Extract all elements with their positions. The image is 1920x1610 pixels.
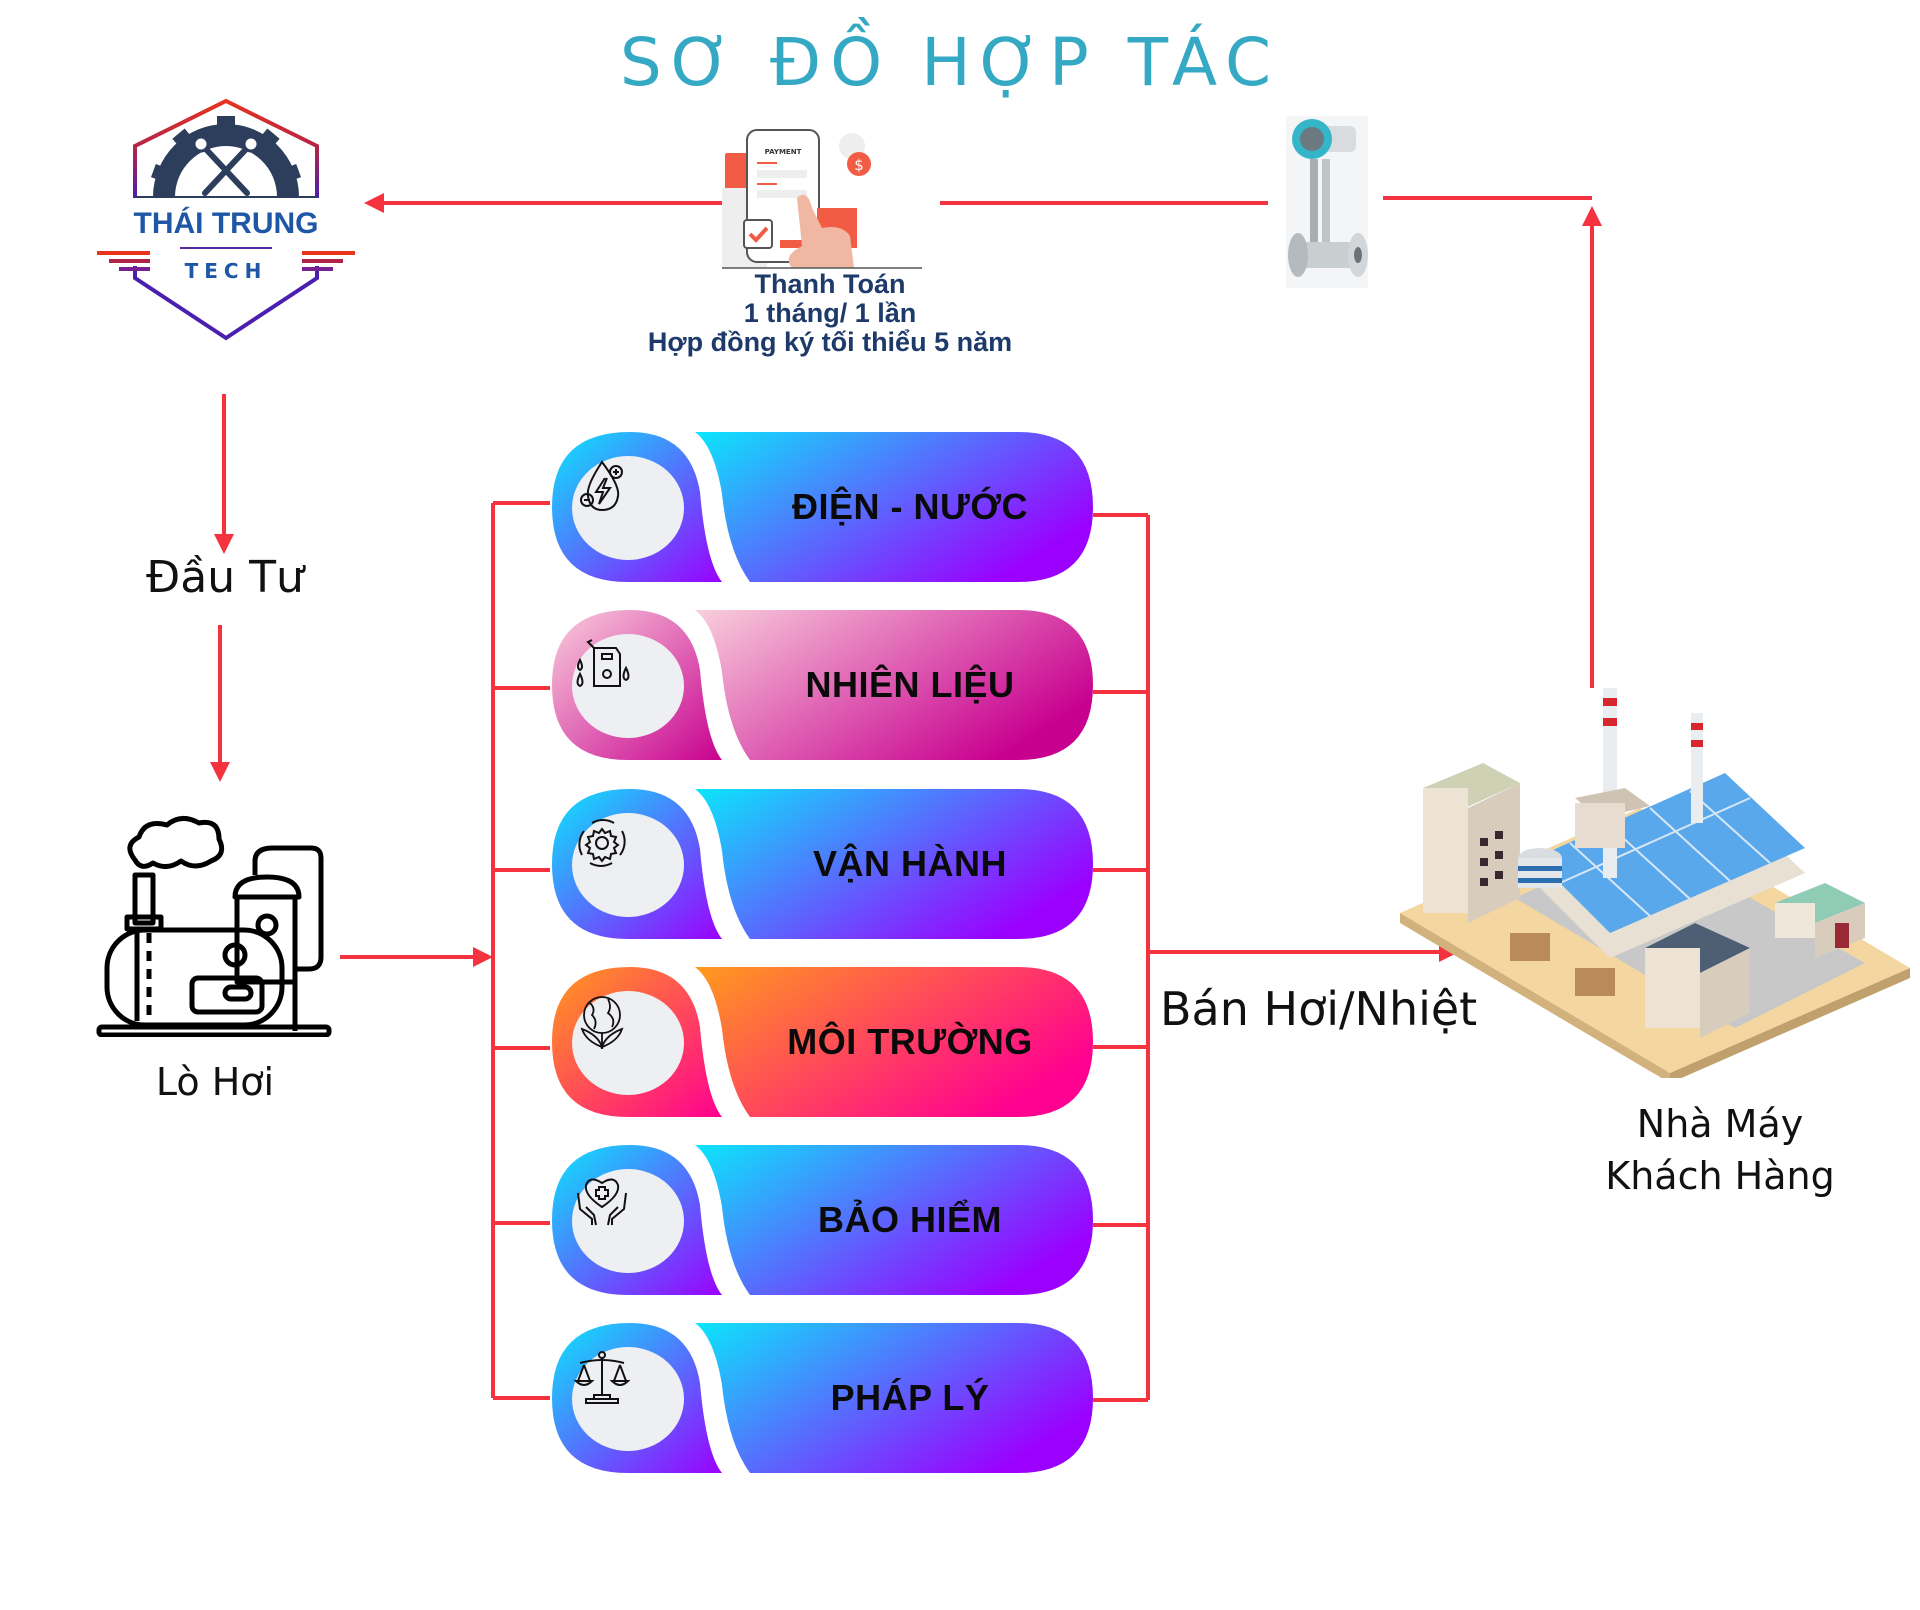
svg-text:$: $ — [854, 156, 864, 174]
payment-screen-label: PAYMENT — [765, 148, 802, 156]
payment-terms: Thanh Toán 1 tháng/ 1 lần Hợp đồng ký tố… — [600, 270, 1060, 357]
service-pill: ĐIỆN - NƯỚC — [550, 432, 1095, 582]
service-pill: MÔI TRƯỜNG — [550, 967, 1095, 1117]
service-label: MÔI TRƯỜNG — [787, 1021, 1033, 1062]
boiler-icon — [95, 805, 335, 1038]
sale-label: Bán Hơi/Nhiệt — [1160, 982, 1478, 1036]
diagram-title: SƠ ĐỒ HỢP TÁC — [0, 24, 1920, 101]
service-pill: VẬN HÀNH — [550, 789, 1095, 939]
scales-icon — [572, 1347, 684, 1451]
diagram-title-text: SƠ ĐỒ HỢP TÁC — [619, 24, 1281, 101]
factory-label-line1: Nhà Máy — [1636, 1102, 1804, 1146]
service-label: ĐIỆN - NƯỚC — [791, 486, 1029, 527]
service-pill: PHÁP LÝ — [550, 1323, 1095, 1473]
service-pill: NHIÊN LIỆU — [550, 610, 1095, 760]
customer-factory-label: Nhà Máy Khách Hàng — [1560, 1098, 1880, 1202]
service-label: PHÁP LÝ — [830, 1377, 990, 1418]
vortex-flow-meter-icon — [1282, 112, 1372, 290]
earth-leaf-icon — [572, 991, 684, 1095]
fuel-can-icon — [572, 634, 684, 738]
logo-tagline: TECH — [185, 259, 268, 283]
gear-wrench-logo-icon: THÁI TRUNG TECH — [97, 98, 355, 341]
heart-hands-icon — [572, 1169, 684, 1273]
boiler-label: Lò Hơi — [155, 1060, 275, 1104]
mobile-payment-icon: PAYMENT $ — [722, 128, 922, 273]
logo-name: THÁI TRUNG — [134, 206, 319, 240]
service-pill: BẢO HIỂM — [550, 1145, 1095, 1295]
factory-icon — [1395, 688, 1915, 1083]
service-label: BẢO HIỂM — [818, 1199, 1002, 1240]
service-label: VẬN HÀNH — [812, 843, 1007, 884]
payment-frequency: 1 tháng/ 1 lần — [743, 298, 917, 328]
company-logo: THÁI TRUNG TECH — [95, 98, 357, 343]
payment-title: Thanh Toán — [754, 269, 906, 299]
service-label: NHIÊN LIỆU — [805, 664, 1015, 705]
gear-cycle-icon — [572, 813, 684, 917]
water-electricity-icon — [572, 456, 684, 560]
factory-label-line2: Khách Hàng — [1605, 1154, 1835, 1198]
contract-term: Hợp đồng ký tối thiểu 5 năm — [647, 327, 1013, 357]
investment-label: Đầu Tư — [146, 552, 304, 603]
